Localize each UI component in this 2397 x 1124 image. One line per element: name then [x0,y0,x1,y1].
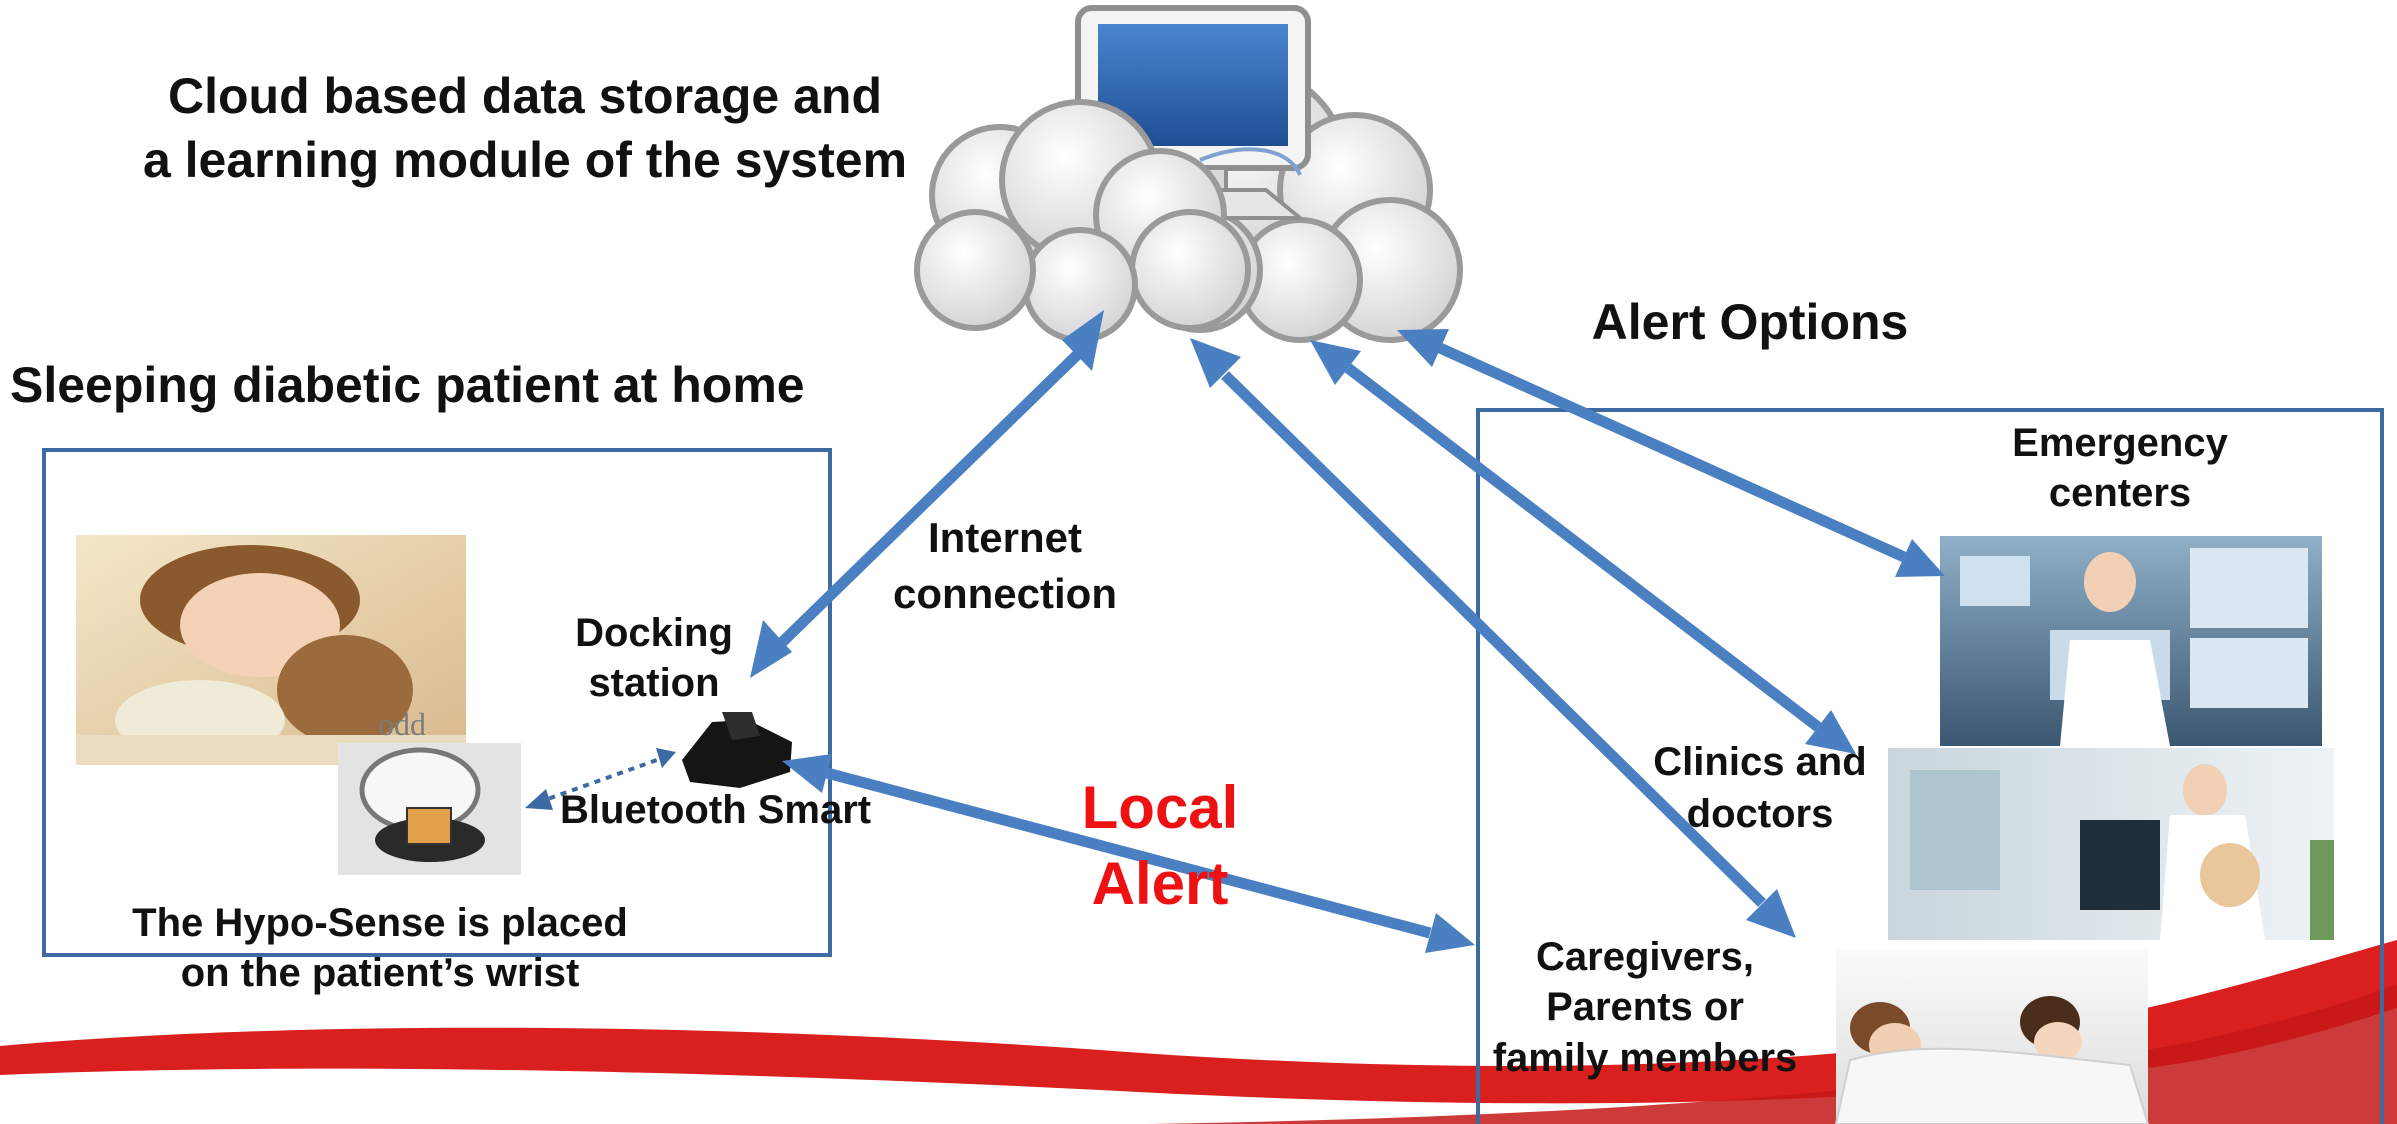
caregivers-label-line2: Parents or [1546,985,1744,1029]
caregivers-alert-arrow [1190,338,1796,938]
emergency-centers-label-line2: centers [2048,471,2192,515]
local-alert-label-line2: Alert [1091,850,1229,917]
cloud-icon [914,99,1251,343]
docking-station-label-line2: station [588,661,720,705]
alert-options-heading: Alert Options [1591,294,1909,350]
caregivers-photo [1834,950,2150,1124]
docking-station-icon [682,712,792,788]
photo-watermark: odd [378,706,426,742]
caregivers-label-line1: Caregivers, [1536,935,1754,979]
caregivers-label-line3: family members [1492,1036,1798,1080]
wrist-caption-line2: on the patient’s wrist [180,951,580,995]
clinics-alert-arrow [1310,340,1856,754]
cloud-title-line2: a learning module of the system [142,132,908,188]
clinics-label-line1: Clinics and [1653,740,1867,784]
sleeping-child-photo [76,535,466,765]
emergency-center-photo [1940,536,2322,746]
home-heading: Sleeping diabetic patient at home [10,357,805,413]
emergency-alert-arrow [1397,329,1945,577]
connection-arrows [750,310,1945,953]
local-alert-label-line1: Local [1081,774,1239,841]
alert-options-box [1476,408,2384,1124]
clinics-label-line2: doctors [1686,792,1834,836]
wrist-caption-line1: The Hypo-Sense is placed [132,901,628,945]
bluetooth-link-arrow [525,748,676,810]
clinic-photo [1888,748,2334,940]
home-box [42,448,832,957]
emergency-centers-label-line1: Emergency [2012,421,2228,465]
internet-connection-arrow [750,310,1104,678]
internet-connection-label-line1: Internet [927,514,1082,561]
bluetooth-label: Bluetooth Smart [560,788,872,832]
local-alert-arrow [782,754,1475,953]
cloud-title-line1: Cloud based data storage and [167,68,882,124]
internet-connection-label-line2: connection [892,570,1117,617]
docking-station-label-line1: Docking [575,611,733,655]
wristband-icon [338,743,521,875]
